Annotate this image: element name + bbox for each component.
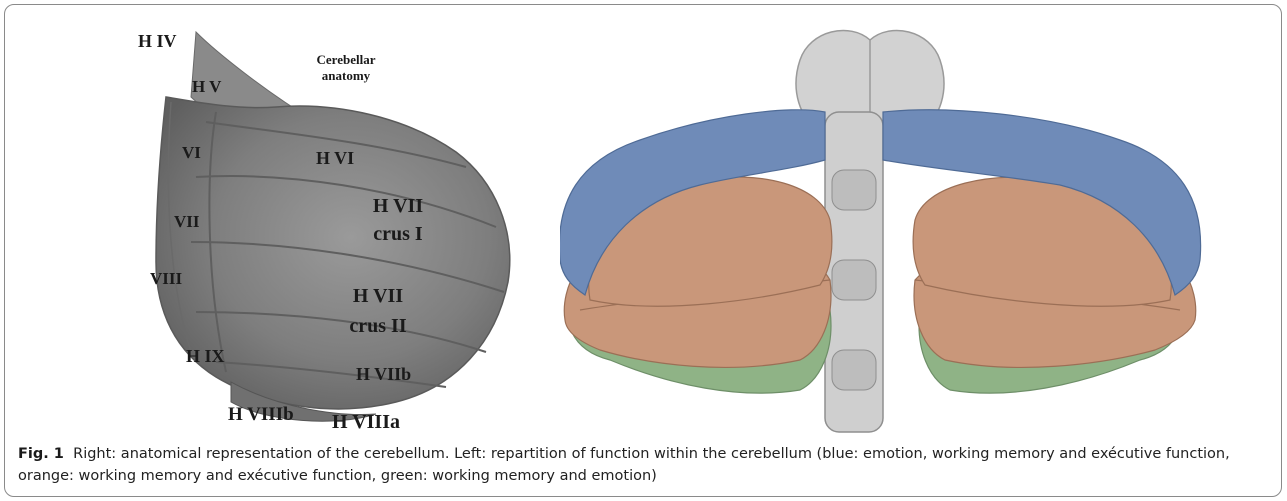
panel-title-line2: anatomy (322, 68, 371, 83)
caption-label: Fig. 1 (18, 446, 64, 462)
label-vi: VI (182, 143, 201, 162)
anatomy-illustration: H IV H V Cerebellar anatomy VI H VI VII … (136, 22, 526, 442)
figure-area: H IV H V Cerebellar anatomy VI H VI VII … (0, 0, 1287, 440)
label-h-vi: H VI (316, 148, 354, 168)
label-h-viiib: H VIIIb (228, 404, 294, 425)
label-viii: VIII (150, 269, 183, 288)
caption-text: Right: anatomical representation of the … (18, 446, 1230, 484)
panel-title-line1: Cerebellar (317, 52, 376, 67)
label-h-iv: H IV (138, 31, 177, 51)
label-h-vii-crus-ii-line2: crus II (349, 315, 406, 337)
anatomy-panel: H IV H V Cerebellar anatomy VI H VI VII … (136, 22, 526, 442)
label-h-v: H V (192, 77, 222, 96)
label-h-vii-crus-ii-line1: H VII (353, 285, 403, 307)
function-map-panel (560, 20, 1280, 440)
figure-caption: Fig. 1 Right: anatomical representation … (18, 443, 1273, 487)
label-h-ix: H IX (186, 346, 225, 366)
function-map-illustration (560, 20, 1280, 440)
label-h-vii-crus-i-line1: H VII (373, 195, 423, 217)
label-h-vii-crus-i-line2: crus I (373, 223, 423, 245)
label-vii: VII (174, 212, 200, 231)
label-h-viib: H VIIb (356, 364, 411, 384)
label-h-viiia: H VIIIa (332, 411, 400, 433)
